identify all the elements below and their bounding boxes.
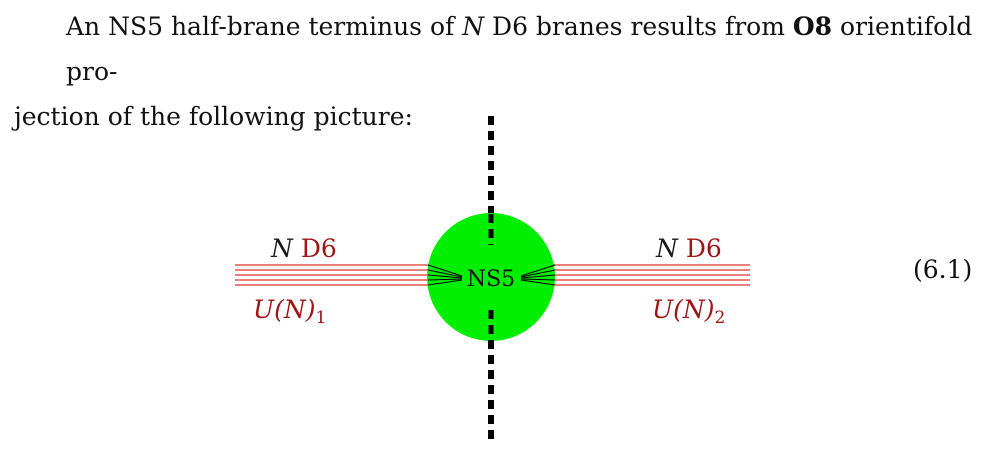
right-sub: 2 (714, 308, 726, 328)
text-fragment: D6 branes results from (484, 12, 793, 41)
ns5-label-bg (464, 265, 518, 291)
bold-O8: O8 (792, 12, 833, 41)
left-converging-lines (427, 264, 463, 286)
ns5-label: NS5 (467, 267, 515, 292)
right-gauge-label: U(N)2 (652, 295, 725, 328)
paragraph-line-2: jection of the following picture: (14, 102, 413, 131)
left-D6: D6 (292, 234, 337, 263)
left-d6-label: N D6 (271, 234, 337, 263)
right-N: N (656, 234, 678, 263)
right-UN: U(N) (652, 295, 715, 324)
left-gauge-label: U(N)1 (253, 295, 326, 328)
text-fragment: orientifold pro- (66, 12, 973, 86)
equation-number: (6.1) (913, 255, 973, 284)
paragraph-line-1: An NS5 half-brane terminus of N D6 brane… (14, 4, 974, 94)
right-D6: D6 (677, 234, 722, 263)
body-paragraph: An NS5 half-brane terminus of N D6 brane… (14, 4, 974, 139)
right-d6-lines (548, 264, 750, 286)
left-N: N (271, 234, 293, 263)
math-N: N (462, 12, 485, 41)
text-fragment: An NS5 half-brane terminus of (66, 12, 463, 41)
right-d6-label: N D6 (656, 234, 722, 263)
left-d6-lines (235, 264, 440, 286)
right-converging-lines (520, 264, 556, 286)
left-sub: 1 (315, 308, 327, 328)
left-UN: U(N) (253, 295, 316, 324)
